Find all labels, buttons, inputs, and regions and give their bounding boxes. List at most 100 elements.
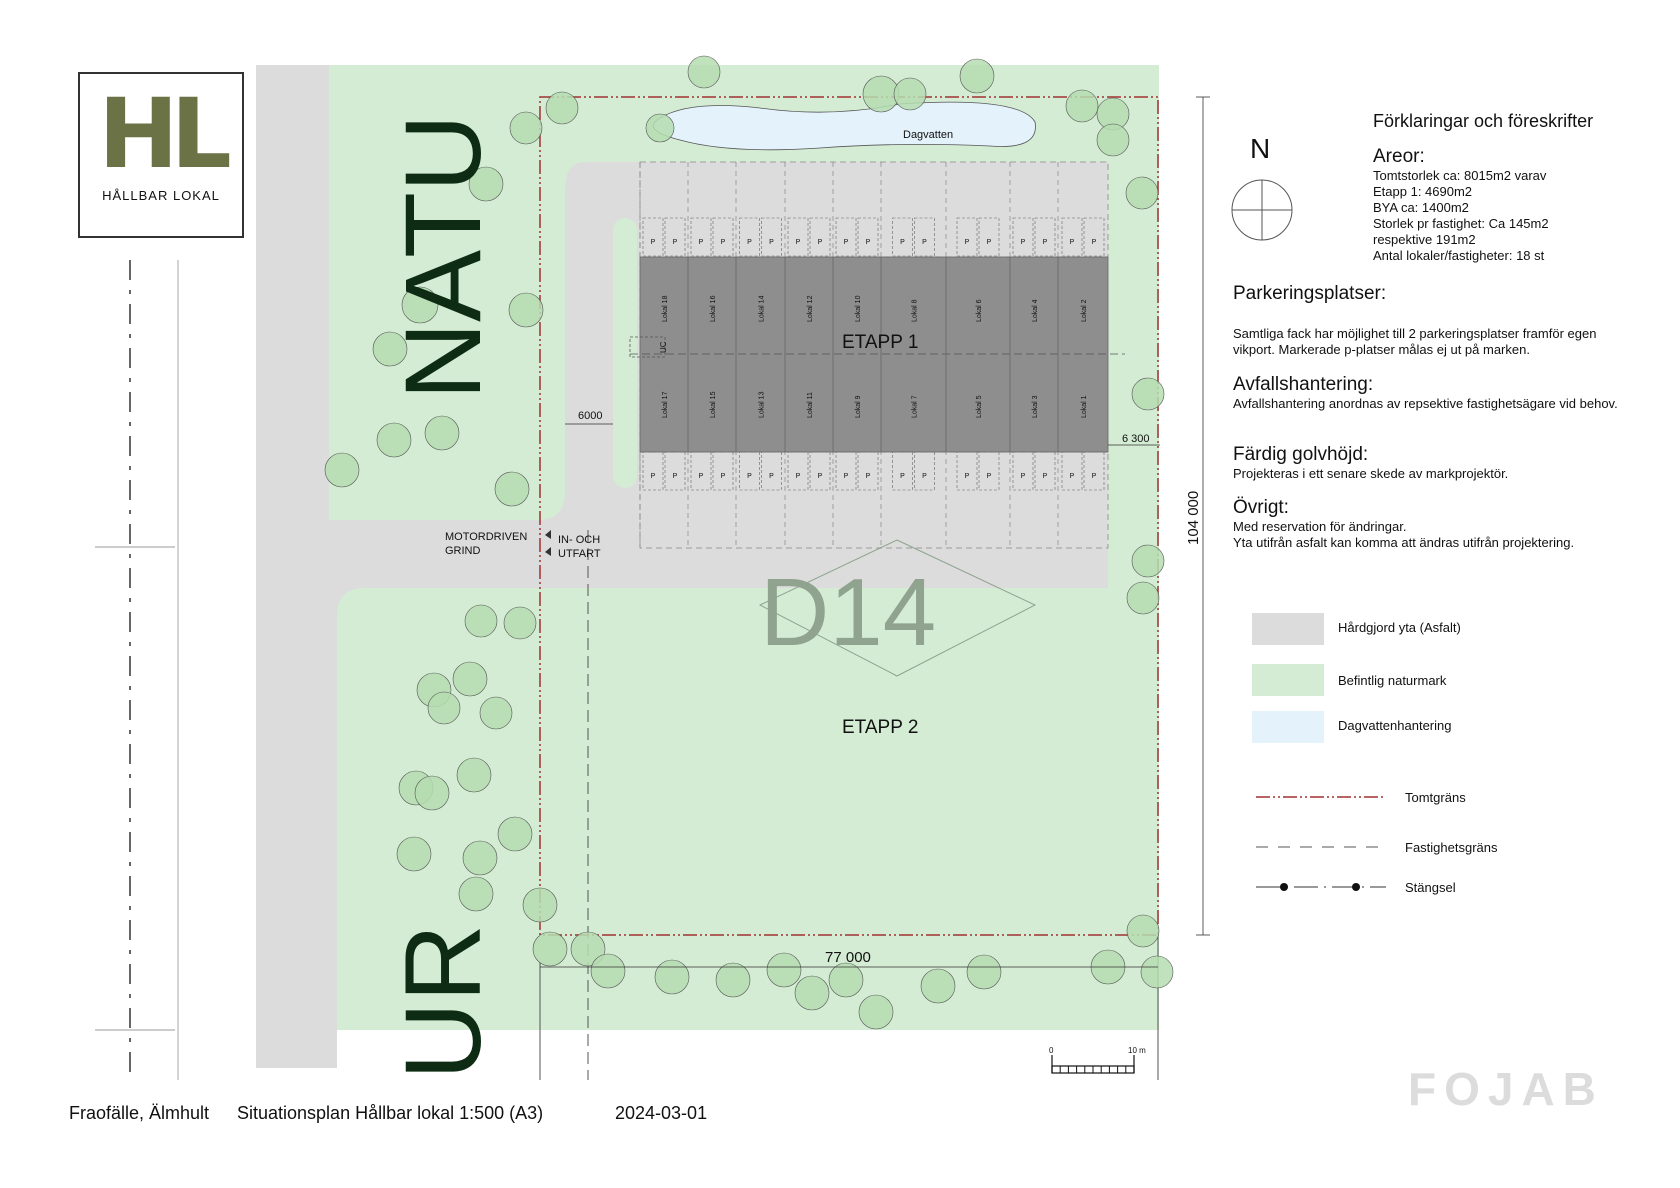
unit-label: Lokal 11 <box>807 392 814 418</box>
tree-icon <box>497 816 533 852</box>
tree-icon <box>920 968 956 1004</box>
tree-icon <box>414 775 450 811</box>
parking-label: P <box>866 473 871 480</box>
tomtgrans <box>539 96 1159 936</box>
parking-space <box>857 217 879 257</box>
parking-label: P <box>747 239 752 246</box>
parking-space <box>956 217 978 257</box>
tree-icon <box>766 952 802 988</box>
parking-label: P <box>721 239 726 246</box>
parking-label: P <box>866 239 871 246</box>
tree-icon <box>462 840 498 876</box>
gate-label-2: GRIND <box>445 545 481 557</box>
tree-icon <box>509 111 543 145</box>
footer-title: Situationsplan Hållbar lokal 1:500 (A3) <box>237 1103 544 1123</box>
dim-height-label: 104 000 <box>1185 491 1202 545</box>
tree-icon <box>828 962 864 998</box>
dim-6300-label: 6 300 <box>1122 433 1150 445</box>
avfall-text: Avfallshantering anordnas av repsektive … <box>1233 396 1618 411</box>
parking-space <box>978 217 1000 257</box>
tree-icon <box>959 58 995 94</box>
tree-icon <box>654 959 690 995</box>
tree-icon <box>1096 123 1130 157</box>
parking-zone-top <box>639 161 1109 258</box>
unit-label: Lokal 9 <box>855 395 862 418</box>
logo: HL HÅLLBAR LOKAL <box>78 72 244 238</box>
tree-icon <box>590 953 626 989</box>
tree-icon <box>522 887 558 923</box>
zoning-label: D14 <box>760 559 936 666</box>
parking-label: P <box>699 239 704 246</box>
tree-icon <box>794 975 830 1011</box>
areor-line: Antal lokaler/fastigheter: 18 st <box>1373 248 1545 263</box>
scale-ticks <box>1051 1066 1135 1073</box>
legend-swatch-dagvatten <box>1252 711 1324 743</box>
legend-label-asfalt: Hårdgjord yta (Asfalt) <box>1338 620 1461 635</box>
zoning-diamond <box>758 539 1037 677</box>
parking-label: P <box>673 473 678 480</box>
tree-icon <box>687 55 721 89</box>
legend-swatch-natur <box>1252 664 1324 696</box>
trees <box>324 55 1174 1030</box>
golv-heading: Färdig golvhöjd: <box>1233 444 1369 465</box>
uc-box <box>629 336 666 358</box>
tree-icon <box>645 113 675 143</box>
unit-label: Lokal 4 <box>1032 299 1039 322</box>
parking-label: P <box>1021 239 1026 246</box>
unit-label: Lokal 16 <box>710 295 717 322</box>
parking-space <box>739 217 760 257</box>
parking-label: P <box>769 473 774 480</box>
tree-icon <box>508 292 544 328</box>
north-label: N <box>1250 133 1270 164</box>
parking-label: P <box>796 473 801 480</box>
unit-label: Lokal 14 <box>759 295 766 322</box>
legend-swatch-asfalt <box>1252 613 1324 645</box>
unit-label: Lokal 17 <box>662 391 669 418</box>
park-heading: Parkeringsplatser: <box>1233 283 1387 304</box>
ovrigt-line-1: Med reservation för ändringar. <box>1233 519 1407 534</box>
parking-space <box>914 217 935 257</box>
parking-label: P <box>922 473 927 480</box>
tree-icon <box>532 931 568 967</box>
parking-label: P <box>699 473 704 480</box>
legend-title: Förklaringar och föreskrifter <box>1373 111 1594 131</box>
parking-label: P <box>965 473 970 480</box>
parking-label: P <box>721 473 726 480</box>
parking-space <box>1061 217 1083 257</box>
parking-label: P <box>1092 239 1097 246</box>
parking-label: P <box>818 473 823 480</box>
tree-icon <box>468 166 504 202</box>
park-text: Samtliga fack har möjlighet till 2 parke… <box>1233 326 1597 357</box>
legend-label-natur: Befintlig naturmark <box>1338 673 1447 688</box>
unit-label: Lokal 1 <box>1081 395 1088 418</box>
tree-icon <box>401 286 439 324</box>
unit-label: Lokal 10 <box>855 295 862 322</box>
parking-space <box>712 217 734 257</box>
tree-icon <box>715 962 751 998</box>
parking-space <box>892 217 913 257</box>
tree-icon <box>1131 544 1165 578</box>
parking-space <box>690 217 712 257</box>
road <box>256 65 329 1068</box>
areor-heading: Areor: <box>1373 146 1425 167</box>
parking-label: P <box>900 473 905 480</box>
footer-place: Fraofälle, Älmhult <box>69 1103 210 1123</box>
parking-label: P <box>1070 239 1075 246</box>
tree-icon <box>458 876 494 912</box>
parking-label: P <box>922 239 927 246</box>
tree-icon <box>1140 955 1174 989</box>
dagvatten-label: Dagvatten <box>903 129 953 141</box>
tree-icon <box>324 452 360 488</box>
gate-arrow-down <box>545 547 551 556</box>
tree-icon <box>452 661 488 697</box>
parking-label: P <box>1043 239 1048 246</box>
building <box>639 256 1109 453</box>
avfall-heading: Avfallshantering: <box>1233 374 1374 395</box>
tree-icon <box>1125 176 1159 210</box>
tree-icon <box>545 91 579 125</box>
parking-label: P <box>1070 473 1075 480</box>
parking-label: P <box>844 473 849 480</box>
parking-label: P <box>673 239 678 246</box>
gate-in-label-2: UTFART <box>558 548 601 560</box>
